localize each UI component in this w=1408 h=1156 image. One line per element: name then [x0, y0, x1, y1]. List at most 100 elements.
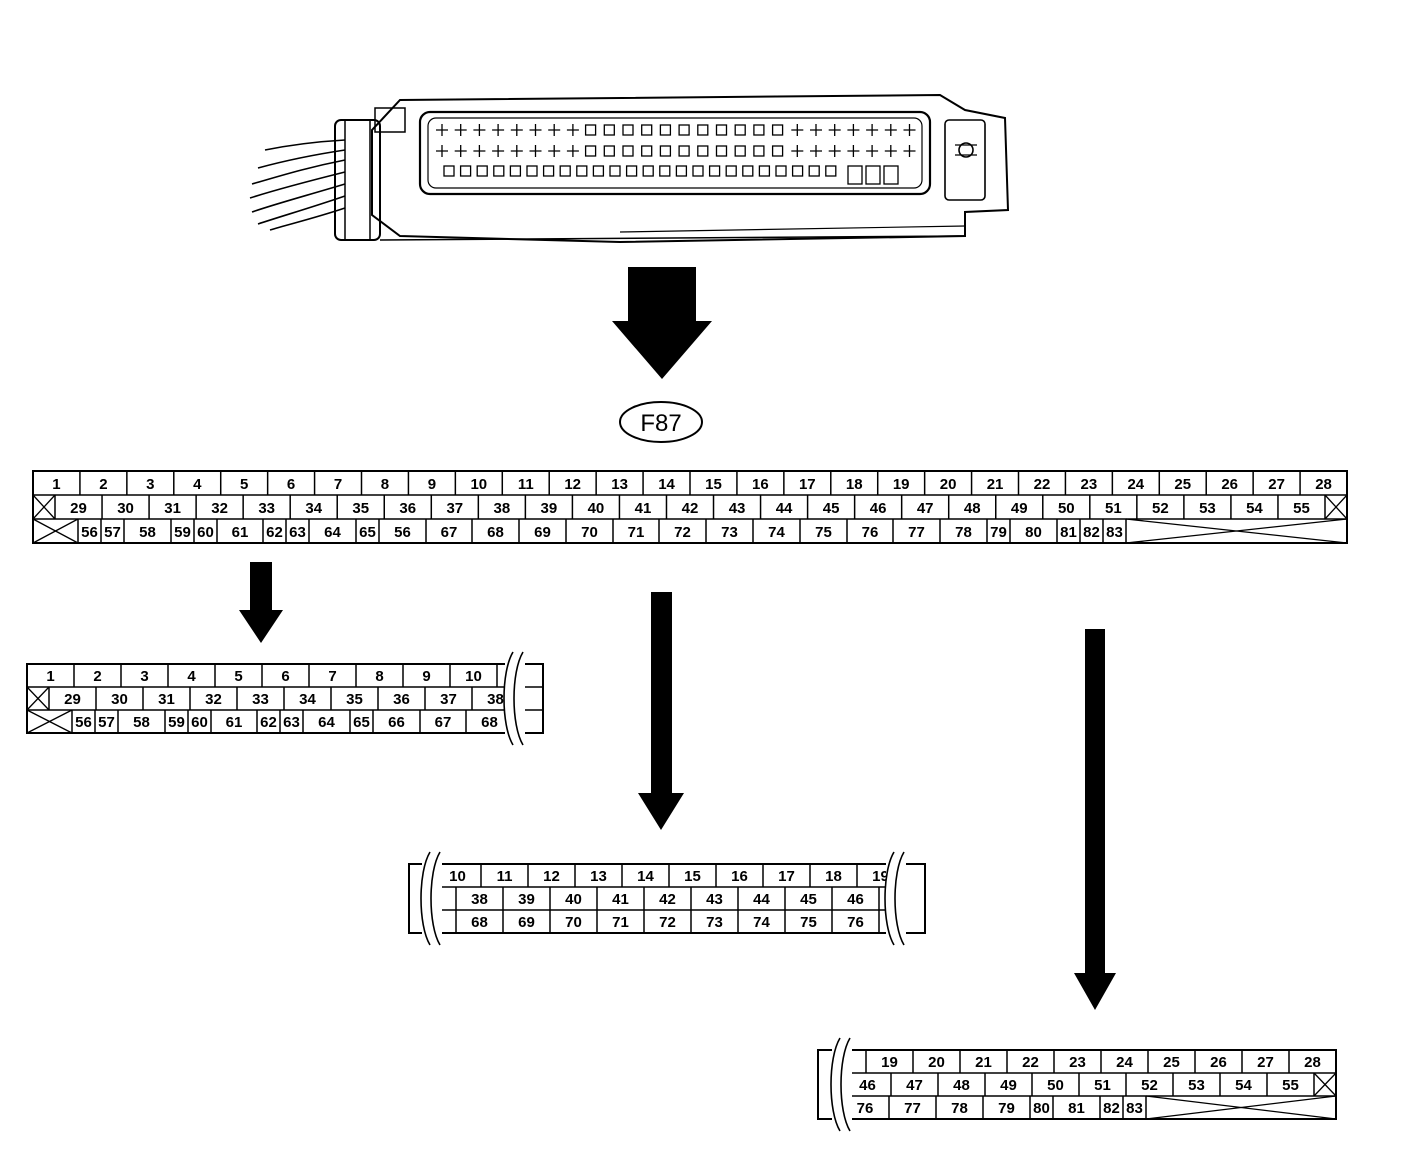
pin-number: 53: [1199, 500, 1216, 517]
pin-number: 75: [800, 914, 817, 931]
pin-number: 37: [440, 691, 457, 708]
pin-number: 82: [1083, 524, 1100, 541]
pin-number: 58: [139, 524, 156, 541]
pin-number: 5: [234, 668, 242, 685]
pin-number: 25: [1163, 1054, 1180, 1071]
pin-number: 56: [75, 714, 92, 731]
pin-number: 63: [283, 714, 300, 731]
table-frame: [408, 863, 926, 934]
pin-number: 54: [1235, 1077, 1252, 1094]
pin-number: 13: [611, 476, 628, 493]
pin-number: 67: [441, 524, 458, 541]
pin-number: 74: [753, 914, 770, 931]
pin-number: 25: [1174, 476, 1191, 493]
pin-number: 40: [588, 500, 605, 517]
pin-number: 56: [394, 524, 411, 541]
break-mark: [894, 851, 905, 946]
pin-cavity: [641, 124, 653, 136]
pin-number: 26: [1221, 476, 1238, 493]
pin-number: 7: [334, 476, 342, 493]
pin-number: 14: [658, 476, 675, 493]
pin-number: 81: [1068, 1100, 1085, 1117]
pin-number: 75: [815, 524, 832, 541]
pin-cavity: [492, 145, 505, 157]
grid-line: [1324, 494, 1348, 520]
pin-number: 16: [752, 476, 769, 493]
pin-number: 42: [682, 500, 699, 517]
pin-number: 80: [1033, 1100, 1050, 1117]
pin-number: 57: [104, 524, 121, 541]
pin-number: 15: [684, 868, 701, 885]
pin-number: 9: [422, 668, 430, 685]
pin-number: 29: [64, 691, 81, 708]
pin-cavity: [903, 124, 916, 136]
pin-cavity: [734, 145, 746, 157]
pin-cavity: [708, 165, 721, 177]
pin-cavity: [609, 165, 621, 177]
pin-number: 45: [823, 500, 840, 517]
arrow-down-left: [239, 562, 283, 643]
pin-cavity: [758, 165, 771, 177]
pin-cavity: [692, 165, 704, 177]
pin-number: 34: [299, 691, 316, 708]
arrow-down-center: [638, 592, 684, 830]
pin-cavity: [529, 124, 542, 136]
pin-cavity: [866, 124, 879, 136]
pin-number: 44: [753, 891, 770, 908]
pin-number: 45: [800, 891, 817, 908]
pin-number: 22: [1034, 476, 1051, 493]
pin-number: 35: [346, 691, 363, 708]
pin-number: 1: [52, 476, 60, 493]
pin-cavity: [847, 124, 860, 136]
pin-number: 21: [975, 1054, 992, 1071]
pin-number: 41: [612, 891, 629, 908]
pin-number: 27: [1257, 1054, 1274, 1071]
pin-number: 59: [174, 524, 191, 541]
pin-cavity: [678, 124, 690, 136]
pin-cavity: [678, 145, 690, 157]
pin-cavity: [454, 145, 467, 157]
pin-cavity: [884, 145, 897, 157]
pin-cavity: [847, 145, 860, 157]
pin-number: 41: [635, 500, 652, 517]
pin-cavity: [622, 124, 634, 136]
pin-cavity: [576, 165, 588, 177]
pin-cavity: [584, 124, 597, 136]
pin-number: 82: [1103, 1100, 1120, 1117]
pin-number: 76: [862, 524, 879, 541]
pin-number: 68: [487, 524, 504, 541]
pin-cavity: [509, 165, 522, 177]
wire-clamp: [334, 119, 381, 241]
pin-number: 39: [518, 891, 535, 908]
pin-number: 70: [581, 524, 598, 541]
pin-number: 19: [893, 476, 910, 493]
pin-cavity: [697, 145, 709, 157]
pin-cavity: [742, 165, 754, 177]
pin-number: 48: [964, 500, 981, 517]
pin-number: 72: [674, 524, 691, 541]
pin-cavity: [771, 124, 784, 136]
pin-cavity: [443, 165, 455, 177]
pin-cavity: [791, 145, 804, 157]
pin-number: 60: [191, 714, 208, 731]
pin-number: 28: [1304, 1054, 1321, 1071]
pin-number: 33: [258, 500, 275, 517]
pin-number: 13: [590, 868, 607, 885]
pin-cavity: [473, 145, 486, 157]
pin-cavity: [642, 165, 654, 177]
pin-cavity: [883, 165, 899, 185]
connector-face: [418, 110, 932, 196]
pin-number: 6: [281, 668, 289, 685]
pin-number: 57: [98, 714, 115, 731]
pin-number: 68: [481, 714, 498, 731]
pin-number: 27: [1268, 476, 1285, 493]
table-frame: [817, 1049, 1337, 1120]
break-mark: [830, 1037, 841, 1132]
pin-number: 59: [168, 714, 185, 731]
pin-number: 29: [70, 500, 87, 517]
pin-number: 18: [825, 868, 842, 885]
pin-number: 43: [706, 891, 723, 908]
pin-cavity: [510, 124, 523, 136]
pin-number: 19: [881, 1054, 898, 1071]
